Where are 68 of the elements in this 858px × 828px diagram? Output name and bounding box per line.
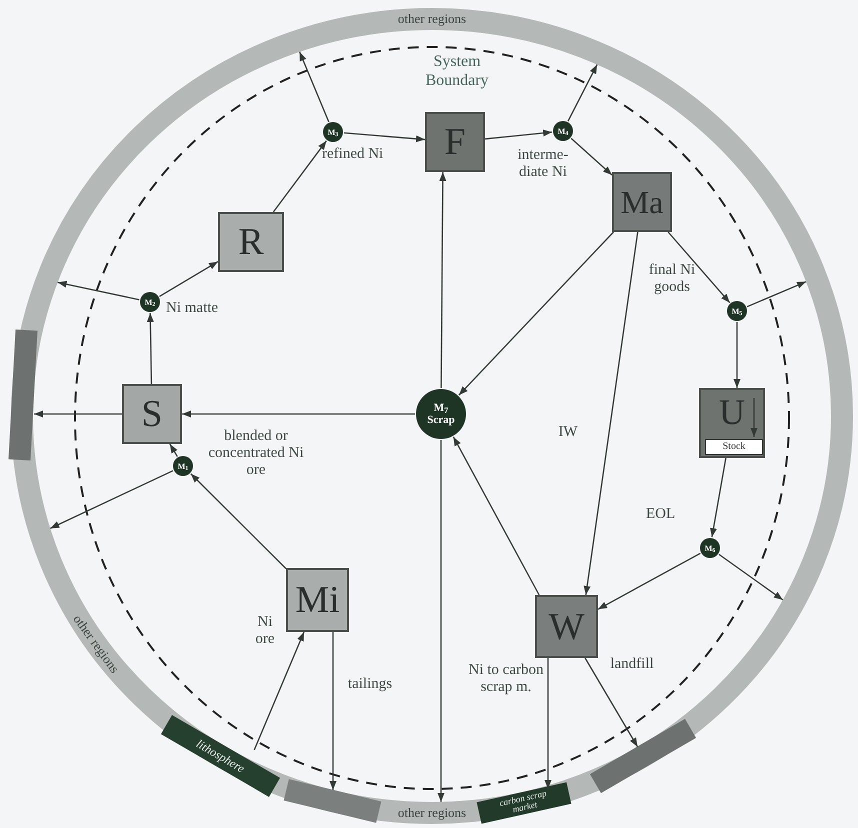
flow-label: refined Ni [322,146,384,163]
flow-arrow [439,172,446,388]
flow-label: landfill [609,656,655,673]
flow-arrow [50,470,174,529]
mass-balance-node: M$_{3}$ [323,122,343,142]
flow-arrow [567,64,598,122]
ring-segment [8,330,38,461]
flow-label: Ni to carbon scrap m. [468,662,544,696]
flow-arrow [146,312,154,384]
ring-segment: carbon scrap market [476,782,572,824]
flow-arrow [272,140,327,212]
flow-arrow [169,444,178,457]
flow-label: IW [557,424,579,441]
flow-arrow [584,232,638,596]
flow-arrow [344,132,426,142]
flow-label: blended or concentrated Ni ore [207,428,305,479]
process-box [425,112,485,172]
flow-label: final Ni goods [648,262,696,296]
process-letter: Mi [294,581,341,619]
flow-arrow [750,398,758,437]
flow-arrow [584,658,638,748]
flow-arrow [299,52,330,122]
flow-arrow [182,410,415,418]
flow-arrow [598,552,701,610]
flow-arrow [570,138,612,176]
flow-label: EOL [646,506,676,523]
process-letter: R [237,223,265,261]
mass-balance-node: M$_{5}$ [727,301,747,321]
region-label: other regions [398,12,466,26]
flow-arrow [254,632,305,750]
flow-arrow [544,658,552,789]
flow-arrow [452,436,540,596]
flow-arrow [668,232,730,304]
flow-label: interme- diate Ni [516,147,570,181]
process-box [612,172,672,232]
process-letter: Ma [620,186,664,218]
process-box [699,388,765,458]
process-letter: W [548,608,586,646]
flow-arrow [710,458,726,538]
mass-balance-node: M$_{1}$ [173,456,193,476]
flow-arrow [438,440,444,802]
flow-arrow [746,281,806,308]
flow-arrow [58,280,140,300]
flow-arrow [190,473,286,570]
flow-label: Ni matte [166,300,220,317]
flow-arrow [159,261,218,297]
process-letter: U [718,394,746,430]
process-box [122,384,182,444]
flow-arrow [484,130,552,140]
flow-label: Ni ore [254,614,276,648]
flow-arrow [734,322,740,388]
process-letter: S [140,395,164,433]
boundary-label: System Boundary [424,52,490,90]
process-box [535,595,598,658]
flow-label: tailings [346,676,394,693]
process-box [286,568,349,632]
mass-balance-node: M$_{2}$ [140,292,160,312]
flow-arrow [458,232,614,396]
mass-balance-node: M$_{4}$ [553,121,573,141]
flow-arrow [330,632,336,790]
region-label: other regions [398,806,466,820]
stock-box: Stock [705,439,763,455]
mass-balance-node: M$_{6}$ [700,538,720,558]
mass-balance-node: M$_{7}$ Scrap [416,389,466,439]
flow-arrow [34,410,122,418]
process-letter: F [443,123,467,161]
flow-arrow [718,554,784,600]
process-box [218,212,284,272]
